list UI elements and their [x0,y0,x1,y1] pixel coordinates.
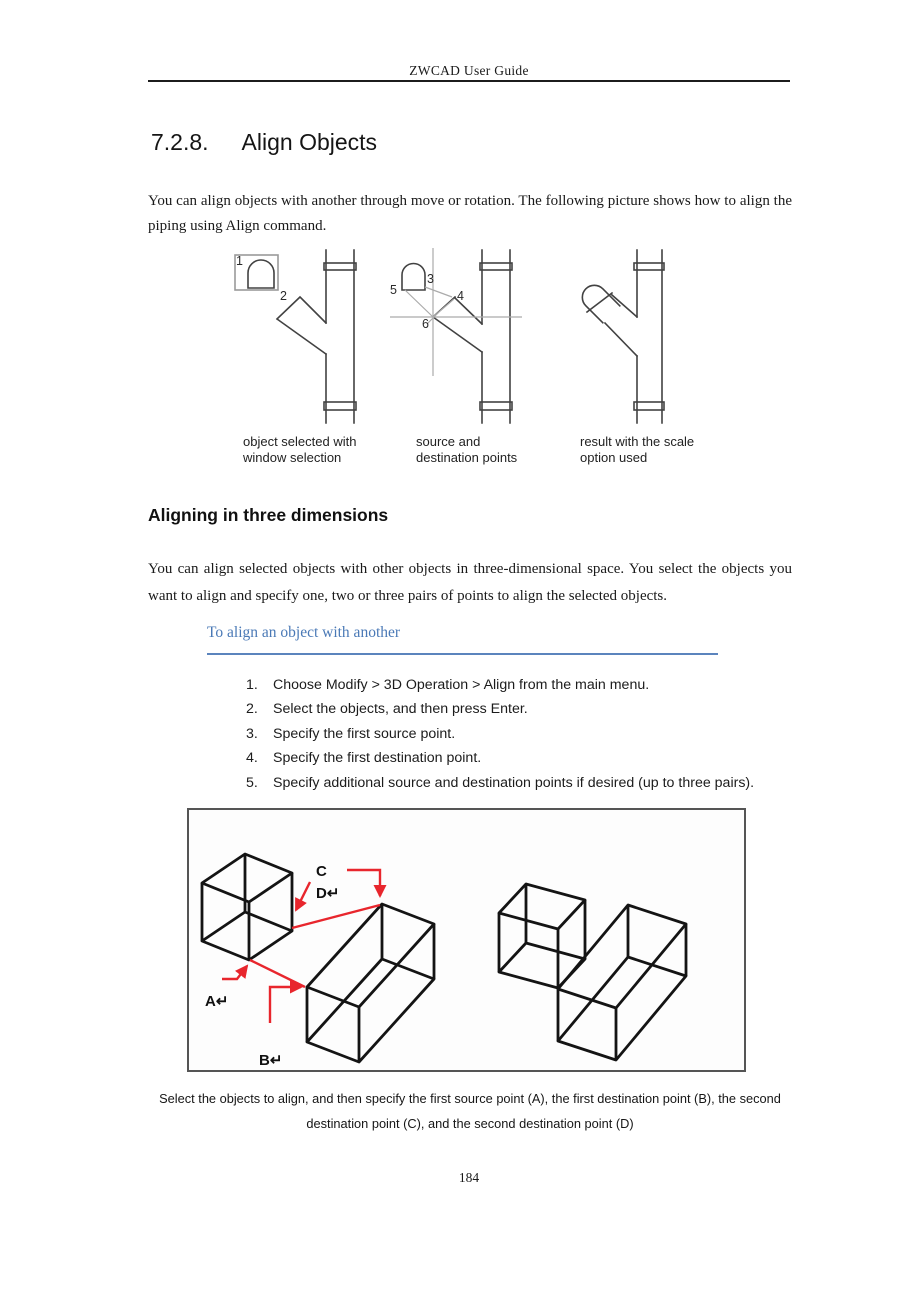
pipe-flange-top-1 [323,262,357,271]
subsection-heading: Aligning in three dimensions [148,505,389,525]
pipe-walls-2 [481,249,511,424]
step-text: Specify the first destination point. [273,750,482,767]
pipe-flange-bottom-3 [633,401,665,411]
step-text: Specify additional source and destinatio… [273,774,755,791]
arrow-a [222,964,249,981]
aligned-arch-capsule [581,284,621,324]
figure2-caption-line1: Select the objects to align, and then sp… [159,1091,781,1106]
step-item: 2. Select the objects, and then press En… [246,701,806,718]
result-box-wireframe [556,903,688,1062]
pipe-flange-top-3 [633,262,665,271]
figure1-caption-right: result with the scale option used [580,434,695,465]
step-item: 5. Specify additional source and destina… [246,774,806,791]
pipe-walls-1 [325,249,355,424]
label-b: B↵ [259,1052,282,1069]
subsection-paragraph: You can align selected objects with othe… [148,561,792,604]
piping-figure-svg: 1 2 3 4 5 6 [234,248,665,424]
intro-paragraph: You can align objects with another throu… [148,193,792,234]
boxes-figure-frame: C D↵ A↵ B↵ [187,808,746,1072]
step-text: Select the objects, and then press Enter… [273,701,528,718]
point-label-6: 6 [422,317,429,331]
point-label-4: 4 [457,289,464,303]
step-number: 2. [246,701,258,718]
arrow-b [268,980,303,1023]
point-label-3: 3 [427,272,434,286]
point-label-5: 5 [390,283,397,297]
source-cube-wireframe [200,852,294,962]
figure1-caption-left: object selected with window selection [243,434,357,465]
pipe-flange-top-2 [479,262,513,271]
pipe-branch-2 [431,295,484,354]
line-a-to-b [249,958,306,989]
pipe-flange-bottom-2 [479,401,513,411]
result-cube-wireframe [497,882,587,990]
step-number: 3. [246,725,258,742]
pipe-branch-3 [585,291,639,358]
arch-object-1 [247,259,275,289]
label-d: D↵ [316,885,339,902]
arrow-d [294,881,312,912]
step-number: 4. [246,750,258,767]
line-d-to-c [291,903,381,930]
arch-object-2 [401,262,426,291]
step-text: Specify the first source point. [273,725,456,742]
alignment-guide-lines [404,286,455,325]
point-label-2: 2 [280,289,287,303]
procedure-heading: To align an object with another [207,624,401,641]
pipe-walls-3 [636,249,663,424]
point-label-1: 1 [236,254,243,268]
section-title: Align Objects [241,129,378,155]
arrow-c [347,868,387,898]
header-title: ZWCAD User Guide [409,63,529,78]
boxes-figure-svg: C D↵ A↵ B↵ [200,852,688,1069]
label-a: A↵ [205,993,228,1010]
section-number: 7.2.8. [151,129,209,155]
label-c: C [316,863,327,880]
section-heading: 7.2.8. Align Objects [151,129,377,156]
figure1-caption-middle: source and destination points [416,434,518,465]
figure2-caption-line2: destination point (C), and the second de… [306,1116,634,1131]
pipe-branch-1 [275,295,328,356]
step-item: 1. Choose Modify > 3D Operation > Align … [246,677,806,693]
selection-window-rect [234,254,279,291]
page-number: 184 [458,1170,480,1185]
crosshair-lines [390,248,522,376]
source-box-wireframe [305,902,436,1064]
step-number: 5. [246,774,258,791]
step-text: Choose Modify > 3D Operation > Align fro… [273,677,650,693]
procedure-steps: 1. Choose Modify > 3D Operation > Align … [246,678,806,800]
header-rule [148,80,790,82]
pipe-flange-bottom-1 [323,401,357,411]
step-number: 1. [246,677,258,693]
procedure-rule [207,653,718,655]
step-item: 4. Specify the first destination point. [246,750,806,767]
step-item: 3. Specify the first source point. [246,725,806,742]
